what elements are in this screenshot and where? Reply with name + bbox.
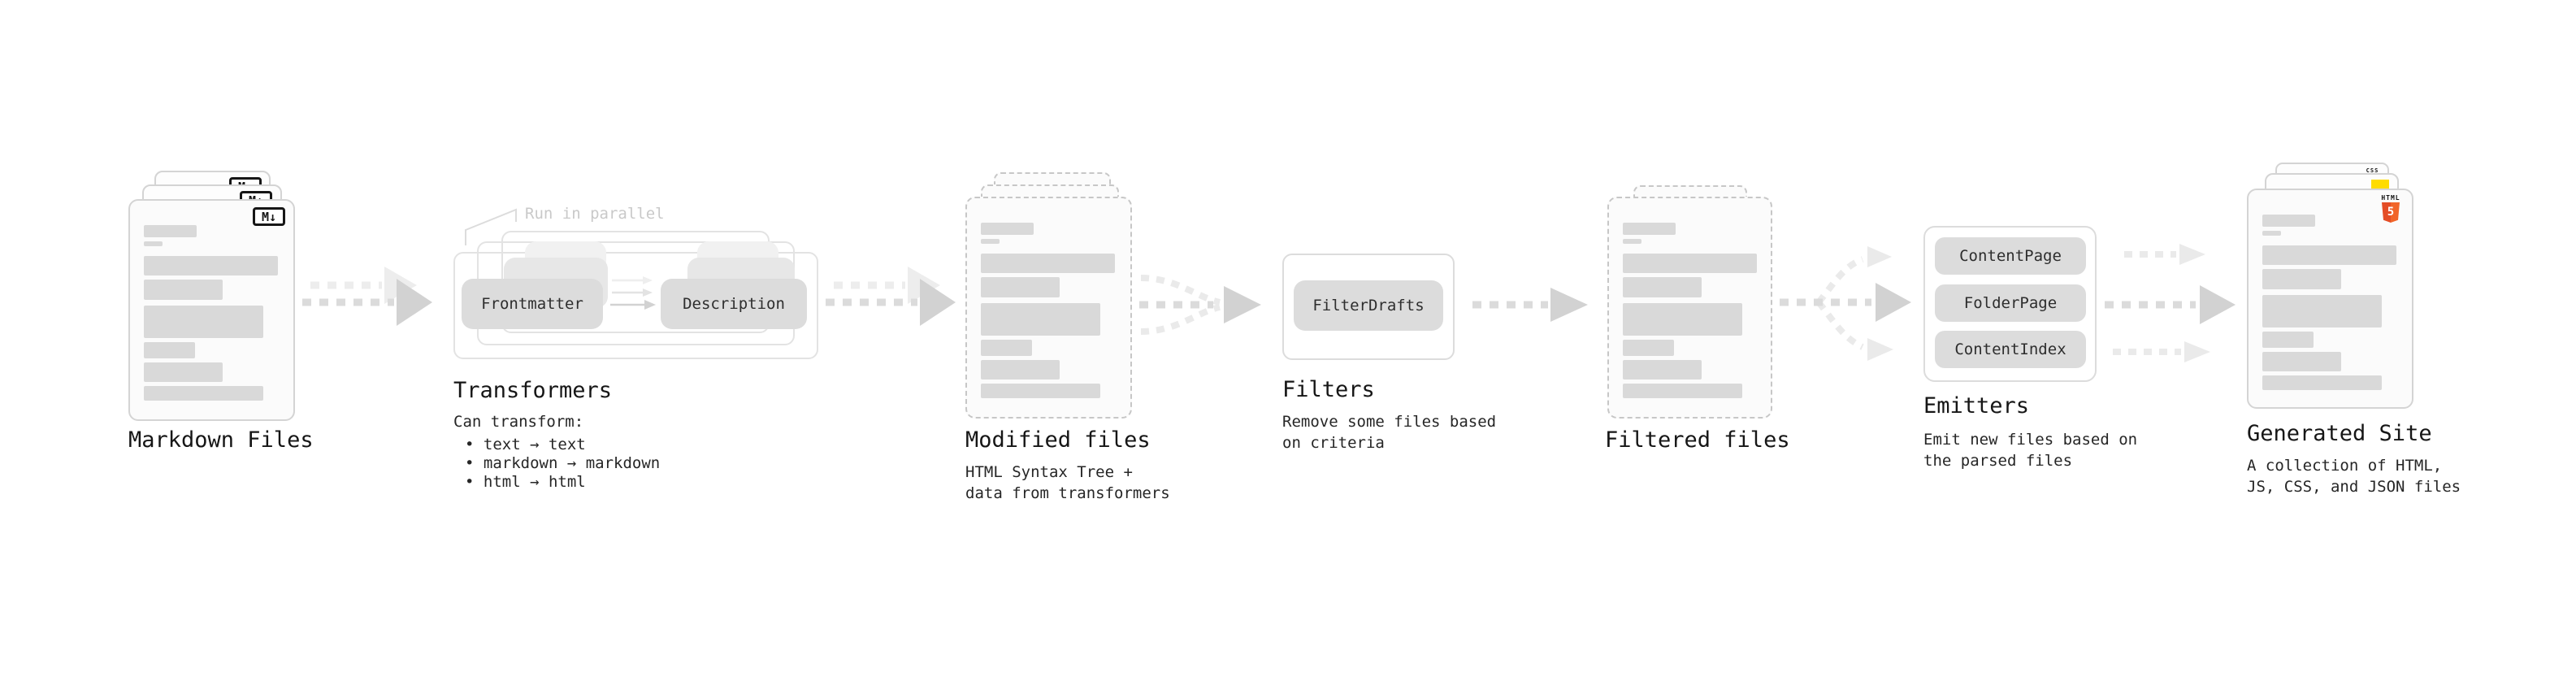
arrow-modified-to-filters xyxy=(1139,275,1261,335)
markdown-files-title: Markdown Files xyxy=(128,427,314,453)
contentpage-pill: ContentPage xyxy=(1935,237,2086,275)
skeleton-line xyxy=(2262,215,2315,227)
css-icon-label: CSS xyxy=(2366,167,2379,174)
modified-file-card-front xyxy=(965,197,1132,419)
skeleton-line xyxy=(1623,360,1702,380)
skeleton-line xyxy=(1623,223,1676,235)
contentindex-pill: ContentIndex xyxy=(1935,331,2086,368)
skeleton-line xyxy=(1623,340,1674,356)
filtered-files-title: Filtered files xyxy=(1605,427,1790,453)
arrow-filtered-to-emitters xyxy=(1780,246,1911,361)
skeleton-line xyxy=(981,340,1032,356)
skeleton-line xyxy=(144,241,163,246)
arrow-emitters-to-generated xyxy=(2105,244,2236,362)
skeleton-line xyxy=(2262,352,2341,371)
markdown-icon: M↓ xyxy=(253,207,285,226)
skeleton-line xyxy=(981,303,1100,336)
markdown-file-card-front: M↓ xyxy=(128,199,295,421)
skeleton-line xyxy=(2262,295,2382,327)
file-content-skeleton xyxy=(2262,215,2396,390)
stage-markdown-files: M↓ M↓ M↓ Markdown Files xyxy=(128,163,388,504)
generated-site-subtitle: A collection of HTML, JS, CSS, and JSON … xyxy=(2247,457,2461,496)
modified-files-subtitle: HTML Syntax Tree + data from transformer… xyxy=(965,463,1170,502)
skeleton-line xyxy=(144,225,197,237)
filters-title: Filters xyxy=(1282,377,1375,402)
javascript-icon xyxy=(2371,180,2389,189)
stage-transformers: Run in parallel Frontmatter Description … xyxy=(453,203,835,512)
html5-icon-shield: 5 xyxy=(2382,202,2400,223)
skeleton-line xyxy=(2262,245,2396,265)
skeleton-line xyxy=(2262,375,2382,390)
html5-icon: HTML 5 xyxy=(2376,194,2405,223)
generated-site-title: Generated Site xyxy=(2247,421,2432,446)
run-in-parallel-annotation: Run in parallel xyxy=(525,205,665,223)
description-pill: Description xyxy=(661,279,807,329)
skeleton-line xyxy=(981,254,1115,273)
stage-filtered-files: Filtered files xyxy=(1605,163,1865,504)
skeleton-line xyxy=(1623,303,1742,336)
transformers-subtitle: Can transform: xyxy=(453,413,584,431)
html5-icon-label: HTML xyxy=(2381,194,2400,202)
stage-modified-files: Modified files HTML Syntax Tree + data f… xyxy=(965,163,1225,536)
folderpage-pill: FolderPage xyxy=(1935,284,2086,322)
generated-file-card-html: HTML 5 xyxy=(2247,189,2413,409)
skeleton-line xyxy=(1623,384,1742,398)
bullet-item: • html → html xyxy=(465,473,586,491)
frontmatter-pill: Frontmatter xyxy=(462,279,603,329)
transformers-bullets: • text → text • markdown → markdown • ht… xyxy=(465,436,660,492)
bullet-item: • text → text xyxy=(465,436,586,453)
skeleton-line xyxy=(1623,239,1641,244)
arrow-markdown-to-transformers xyxy=(302,267,432,326)
annotation-leader-line xyxy=(465,208,517,245)
skeleton-line xyxy=(144,342,195,358)
skeleton-line xyxy=(981,277,1060,297)
skeleton-line xyxy=(144,280,223,300)
file-content-skeleton xyxy=(1623,223,1757,398)
stage-filters: FilterDrafts Filters Remove some files b… xyxy=(1282,203,1542,512)
file-content-skeleton xyxy=(144,225,278,401)
skeleton-line xyxy=(1623,254,1757,273)
parallel-transform-arrows xyxy=(610,276,656,310)
skeleton-line xyxy=(981,360,1060,380)
skeleton-line xyxy=(1623,277,1702,297)
file-content-skeleton xyxy=(981,223,1115,398)
skeleton-line xyxy=(981,384,1100,398)
emitters-title: Emitters xyxy=(1923,393,2030,419)
skeleton-line xyxy=(144,306,263,338)
arrow-filters-to-filtered xyxy=(1472,288,1588,322)
filters-subtitle: Remove some files based on criteria xyxy=(1282,413,1497,452)
modified-files-title: Modified files xyxy=(965,427,1151,453)
skeleton-line xyxy=(2262,332,2314,348)
skeleton-line xyxy=(144,256,278,275)
skeleton-line xyxy=(144,362,223,382)
emitters-subtitle: Emit new files based on the parsed files xyxy=(1923,431,2138,470)
skeleton-line xyxy=(981,239,1000,244)
stage-generated-site: CSS HTML 5 Generated Site A collection o… xyxy=(2247,154,2515,512)
filterdrafts-pill: FilterDrafts xyxy=(1294,280,1443,331)
skeleton-line xyxy=(144,386,263,401)
skeleton-line xyxy=(2262,231,2281,236)
arrow-transformers-to-modified xyxy=(826,267,956,326)
transformers-title: Transformers xyxy=(453,378,613,403)
filtered-file-card-front xyxy=(1607,197,1772,419)
skeleton-line xyxy=(981,223,1034,235)
bullet-item: • markdown → markdown xyxy=(465,454,661,472)
stage-emitters: ContentPage FolderPage ContentIndex Emit… xyxy=(1923,203,2184,512)
skeleton-line xyxy=(2262,269,2341,289)
transformer-card-front xyxy=(453,252,818,359)
